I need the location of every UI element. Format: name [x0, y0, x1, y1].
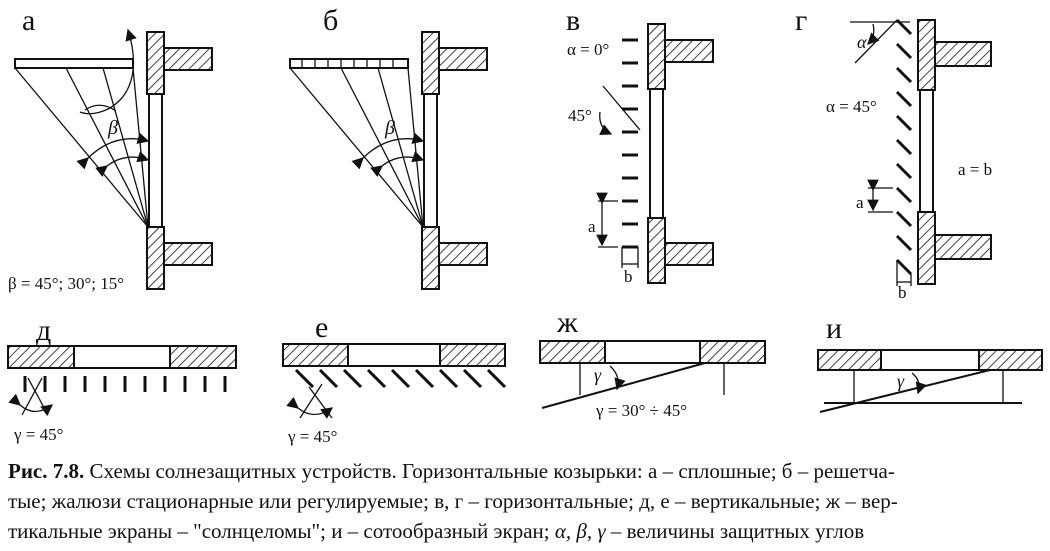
beta-values: β = 45°; 30°; 15°	[8, 274, 124, 293]
caption-line-2: тые; жалюзи стационарные или регулируемы…	[8, 489, 898, 513]
panel-v: в α = 0° 45° a	[566, 4, 714, 286]
beta-label: β	[384, 117, 395, 139]
dimension-b-label: b	[624, 267, 633, 286]
depth-dimension-b	[621, 247, 639, 268]
panel-b: б β	[289, 4, 488, 290]
angle-arc-outer	[351, 132, 425, 170]
angle-arc-outer	[76, 132, 150, 170]
alpha-label: α	[857, 32, 867, 52]
gamma-arc	[286, 396, 334, 419]
panel-g: г α α = 45° a = b	[795, 4, 992, 302]
spacing-dimension-a	[867, 179, 893, 213]
depth-dimension-b	[896, 260, 912, 286]
inclined-fins	[294, 368, 507, 389]
dimension-a-label: a	[588, 217, 596, 236]
alpha-zero-label: α = 0°	[567, 40, 609, 59]
panel-a: а β β = 45°; 30°; 15°	[8, 4, 213, 293]
lattice-canopy	[289, 58, 409, 69]
caption-text-3a: тикальные экраны – "солнцеломы"; и – сот…	[8, 519, 555, 543]
angle-arc-inner	[95, 151, 150, 178]
figure-caption: Рис. 7.8. Схемы солнезащитных устройств.…	[8, 456, 1044, 546]
gamma-arc	[609, 365, 626, 391]
alpha-arc	[867, 23, 880, 45]
gamma-label: γ	[594, 365, 602, 385]
beta-label: β	[107, 117, 118, 139]
caption-text-1: Схемы солнезащитных устройств. Горизонта…	[84, 459, 895, 483]
gamma-range-label: γ = 30° ÷ 45°	[595, 401, 687, 420]
wall-plan	[282, 343, 506, 367]
angle-45-label: 45°	[568, 106, 592, 125]
caption-title: Рис. 7.8.	[8, 459, 85, 483]
gamma-label: γ	[897, 371, 905, 391]
caption-text-3b: – величины защитных углов	[605, 519, 865, 543]
wall-section	[647, 23, 714, 284]
panel-b-letter: б	[323, 4, 338, 37]
dimension-a-label: a	[856, 193, 864, 212]
dimension-b-label: b	[898, 283, 907, 302]
panel-zh: ж γ γ = 30° ÷ 45°	[539, 306, 766, 420]
panel-d-letter: д	[36, 314, 51, 347]
caption-line-3: тикальные экраны – "солнцеломы"; и – сот…	[8, 516, 1044, 546]
sun-rays	[14, 67, 149, 228]
vertical-fins	[23, 376, 227, 392]
panel-zh-letter: ж	[556, 306, 578, 339]
wall-plan	[539, 340, 766, 364]
panel-e: е γ = 45°	[282, 311, 507, 446]
gamma-arc	[8, 393, 54, 416]
solid-canopy	[14, 58, 134, 69]
panel-e-letter: е	[315, 311, 328, 344]
panel-a-letter: а	[22, 4, 35, 37]
angle-arc-inner	[370, 151, 425, 178]
panel-i: и γ	[817, 312, 1043, 413]
a-equals-b: a = b	[958, 160, 992, 179]
caption-symbols: α, β, γ	[554, 519, 606, 543]
wall-plan	[7, 345, 237, 369]
gamma-45-label: γ = 45°	[13, 425, 63, 444]
angle-arc	[599, 111, 613, 135]
sun-protection-diagram: а β β = 45°; 30°; 15° б	[7, 4, 1043, 446]
inclined-screen	[819, 369, 991, 413]
spacing-dimension-a	[596, 192, 618, 248]
caption-line-1: Рис. 7.8. Схемы солнезащитных устройств.…	[8, 456, 1044, 486]
inclined-louvers	[895, 18, 913, 276]
horizontal-louvers	[622, 38, 638, 249]
wall-section	[917, 19, 992, 285]
wall-section	[146, 31, 213, 290]
panel-v-letter: в	[566, 4, 580, 37]
gamma-arc	[911, 372, 927, 395]
panel-d: д γ = 45°	[7, 314, 237, 444]
panel-i-letter: и	[826, 312, 842, 345]
panel-g-letter: г	[795, 4, 807, 37]
canopy-arc	[84, 104, 117, 112]
alpha-45-label: α = 45°	[826, 97, 877, 116]
sun-rays	[289, 67, 424, 228]
wall-section	[421, 31, 488, 290]
ray-45	[602, 85, 641, 131]
wall-plan	[817, 349, 1043, 371]
gamma-45-label: γ = 45°	[287, 427, 337, 446]
rotation-arrow	[79, 28, 137, 115]
